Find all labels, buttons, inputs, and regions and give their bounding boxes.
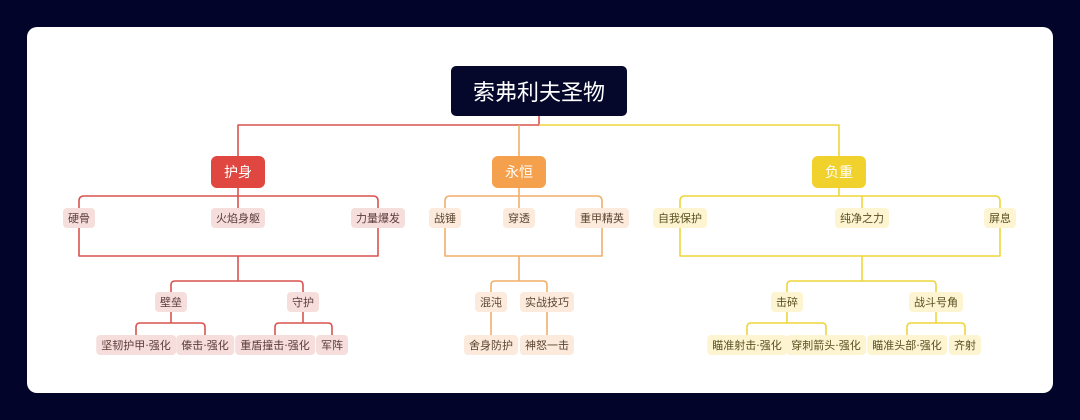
connector-line — [679, 195, 1001, 208]
leaf-node[interactable]: 力量爆发 — [351, 208, 405, 228]
leaf-node[interactable]: 瞄准射击·强化 — [707, 335, 787, 355]
group-node[interactable]: 战斗号角 — [909, 292, 963, 312]
group-node[interactable]: 壁垒 — [155, 292, 187, 312]
connector-line — [679, 228, 1001, 257]
connector-line — [444, 228, 603, 257]
connector-line — [490, 280, 548, 292]
leaf-node[interactable]: 傣击·强化 — [176, 335, 234, 355]
connector-line — [746, 322, 827, 335]
group-node[interactable]: 混沌 — [475, 292, 507, 312]
leaf-node[interactable]: 重盾撞击·强化 — [235, 335, 315, 355]
leaf-node[interactable]: 神怒一击 — [520, 335, 574, 355]
group-node[interactable]: 守护 — [287, 292, 319, 312]
group-node[interactable]: 击碎 — [771, 292, 803, 312]
connector-line — [237, 116, 540, 156]
group-node[interactable]: 实战技巧 — [520, 292, 574, 312]
connector-line — [539, 124, 840, 156]
leaf-node[interactable]: 军阵 — [316, 335, 348, 355]
branch-node-hushen[interactable]: 护身 — [211, 156, 265, 188]
leaf-node[interactable]: 瞄准头部·强化 — [867, 335, 947, 355]
mindmap-canvas: 索弗利夫圣物 护身 硬骨 火焰身躯 力量爆发 壁垒 守护 坚韧护甲·强化 傣击·… — [27, 27, 1053, 393]
leaf-node[interactable]: 穿刺箭头·强化 — [786, 335, 866, 355]
leaf-node[interactable]: 纯净之力 — [835, 208, 889, 228]
leaf-node[interactable]: 舍身防护 — [464, 335, 518, 355]
leaf-node[interactable]: 火焰身躯 — [211, 208, 265, 228]
connector-line — [78, 228, 379, 257]
connector-line — [906, 322, 966, 335]
leaf-node[interactable]: 穿透 — [503, 208, 535, 228]
branch-node-fuzhong[interactable]: 负重 — [812, 156, 866, 188]
connector-line — [274, 322, 333, 335]
leaf-node[interactable]: 战锤 — [429, 208, 461, 228]
leaf-node[interactable]: 齐射 — [949, 335, 981, 355]
branch-node-yongheng[interactable]: 永恒 — [492, 156, 546, 188]
connector-line — [135, 322, 206, 335]
leaf-node[interactable]: 硬骨 — [63, 208, 95, 228]
connector-line — [786, 280, 937, 292]
root-node[interactable]: 索弗利夫圣物 — [450, 66, 628, 116]
connector-line — [170, 280, 304, 292]
leaf-node[interactable]: 重甲精英 — [575, 208, 629, 228]
connector-lines — [78, 116, 1001, 335]
leaf-node[interactable]: 坚韧护甲·强化 — [96, 335, 176, 355]
connector-line — [444, 195, 603, 208]
connector-line — [78, 195, 379, 208]
leaf-node[interactable]: 自我保护 — [653, 208, 707, 228]
leaf-node[interactable]: 屏息 — [984, 208, 1016, 228]
